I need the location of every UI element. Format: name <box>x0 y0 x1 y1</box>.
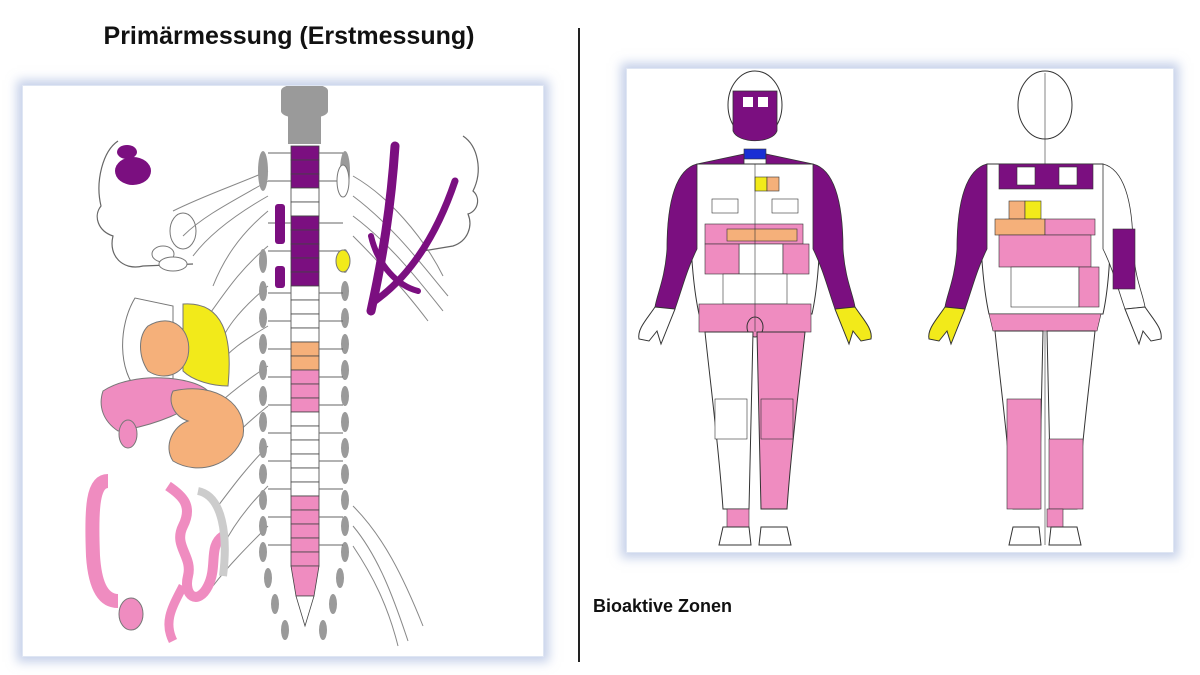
foot-left <box>718 526 752 546</box>
midback-yellow <box>1024 200 1042 220</box>
face-zone-white <box>758 97 768 107</box>
gallbladder <box>118 419 138 449</box>
arm-left-front <box>654 163 698 310</box>
vertical-divider <box>578 28 580 662</box>
sympathetic-chain-left <box>258 151 289 640</box>
face-zone-purple <box>732 90 778 142</box>
ganglion <box>336 164 350 198</box>
arm-right-front <box>812 163 856 310</box>
brain-stem <box>281 86 328 119</box>
chest-zone-orange <box>766 176 780 192</box>
nervous-system-diagram-frame <box>22 85 544 657</box>
gland <box>169 212 197 250</box>
hand-left-front <box>638 306 676 346</box>
calf-pink-lower <box>1048 438 1084 510</box>
calf-pink <box>1006 398 1042 510</box>
midback-orange-wide <box>994 218 1046 236</box>
spinal-cord-segments <box>290 145 320 628</box>
chest-zone-yellow <box>754 176 768 192</box>
foot-right <box>758 526 792 546</box>
shoulder-purple-l <box>696 153 745 165</box>
lowback-white <box>1010 266 1080 308</box>
vagus-branch-purple-2 <box>368 233 421 294</box>
nerve-bar <box>275 266 285 288</box>
knee-zone <box>714 398 748 440</box>
chest-zone-box <box>711 198 739 214</box>
abdomen-zone-orange <box>726 228 798 242</box>
page-title: Primärmessung (Erstmessung) <box>103 22 475 50</box>
face-profile-right <box>422 135 479 252</box>
abdomen-zone-pink <box>782 243 810 275</box>
foot-zone-pink <box>726 508 750 528</box>
shoulder-purple-r <box>765 153 814 165</box>
hand-right-back <box>1124 306 1162 346</box>
nerve-bar <box>275 204 285 244</box>
hand-right-front-yellow <box>834 306 872 346</box>
heart <box>140 320 190 377</box>
midback-orange <box>1008 200 1026 220</box>
lung-right-yellow <box>182 303 230 387</box>
abdomen-zone-white <box>738 243 784 275</box>
chest-zone-box <box>771 198 799 214</box>
lowback-pink <box>1078 266 1100 308</box>
upper-back-purple <box>998 163 1094 190</box>
appendix <box>118 597 144 631</box>
arm-left-back <box>944 163 988 310</box>
colon-white <box>196 487 229 577</box>
upper-back-white <box>1016 166 1036 186</box>
midback-pink <box>1044 218 1096 236</box>
intestine-loop <box>164 583 188 644</box>
brain-stem-neck <box>288 114 321 144</box>
vagus-branch-purple <box>371 177 459 305</box>
bioactive-zones-frame <box>626 68 1174 553</box>
upper-back-white <box>1058 166 1078 186</box>
forearm-purple-back <box>1112 228 1136 290</box>
neck-zone-blue <box>743 148 767 160</box>
body-front <box>638 70 872 546</box>
nervous-system-diagram <box>85 86 479 647</box>
face-profile-left <box>96 140 194 268</box>
buttock-pink <box>988 313 1102 332</box>
stomach <box>168 388 245 469</box>
body-back <box>928 70 1162 546</box>
large-intestine <box>85 474 119 608</box>
abdomen-zone-pink <box>704 243 740 275</box>
face-zone-white <box>743 97 753 107</box>
nerve-lines-right <box>352 175 449 647</box>
small-intestine <box>165 481 227 602</box>
ganglion-yellow <box>335 249 351 273</box>
eye-organ <box>115 157 151 185</box>
hand-left-back-yellow <box>928 306 966 346</box>
eye-organ-small <box>117 145 137 159</box>
gland <box>158 256 188 272</box>
lowback-pink <box>998 234 1092 268</box>
foot-right-back <box>1048 526 1082 546</box>
heel-pink <box>1046 508 1064 528</box>
sympathetic-chain-right <box>319 151 350 640</box>
bioactive-zones-caption: Bioaktive Zonen <box>593 596 733 616</box>
foot-left-back <box>1008 526 1042 546</box>
body-zones-diagram <box>638 70 1162 546</box>
knee-zone <box>760 398 794 440</box>
vagus-nerve-purple <box>366 141 400 316</box>
